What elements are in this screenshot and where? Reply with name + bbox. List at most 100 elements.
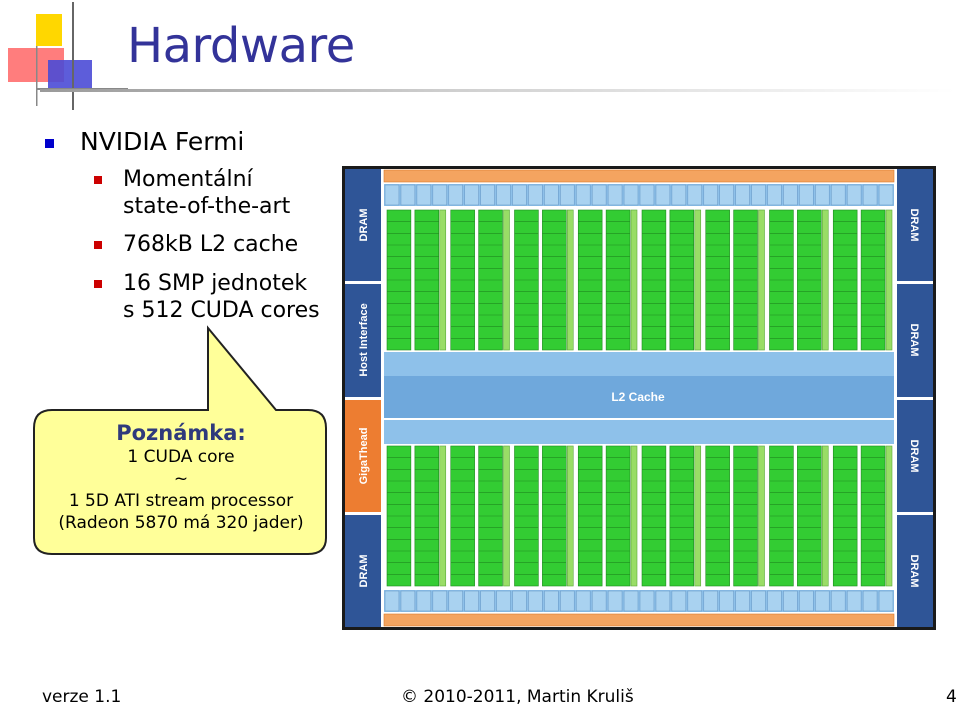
load-store-column: [630, 209, 638, 351]
cache-cell: [464, 590, 479, 612]
sub-bullet-line: state-of-the-art: [123, 194, 291, 219]
dram-block-right-1: [897, 169, 933, 281]
cache-cell: [783, 590, 798, 612]
dram-label: DRAM: [358, 555, 370, 588]
sm-cache-strip: [384, 184, 894, 206]
cache-cell: [671, 590, 687, 612]
cache-cell: [830, 590, 846, 612]
cache-cell: [512, 184, 527, 206]
cache-cell: [846, 184, 862, 206]
callout-body: Poznámka: 1 CUDA core ~ 1 5D ATI stream …: [36, 420, 326, 534]
cache-cell: [400, 590, 416, 612]
cache-cell: [575, 590, 591, 612]
sub-bullet-line: Momentální: [123, 167, 253, 192]
load-store-column: [503, 445, 510, 587]
sm-array-bottom: [383, 420, 895, 627]
load-store-column: [503, 209, 510, 351]
cache-cell: [432, 590, 448, 612]
load-store-column: [630, 445, 638, 587]
cache-cell: [528, 184, 543, 206]
cache-cell: [655, 184, 671, 206]
cache-cell: [448, 184, 463, 206]
cache-cell: [528, 590, 543, 612]
cache-cell: [384, 590, 400, 612]
dram-block-left-bottom: [345, 515, 381, 627]
cache-cell: [512, 590, 527, 612]
cache-cell: [655, 590, 671, 612]
cache-cell: [496, 590, 511, 612]
logo-blue-square: [48, 60, 92, 92]
logo-vertical-line-2: [36, 46, 38, 106]
cache-cell: [464, 184, 479, 206]
footer-page-number: 4: [946, 687, 957, 707]
sub-bullet-line: 768kB L2 cache: [123, 232, 299, 257]
cache-cell: [719, 184, 734, 206]
cache-cell: [480, 590, 495, 612]
cache-cell: [799, 184, 814, 206]
cache-cell: [815, 184, 830, 206]
cache-cell: [671, 184, 687, 206]
cache-cell: [703, 184, 718, 206]
cache-cell: [591, 590, 607, 612]
cache-cell: [799, 590, 814, 612]
cache-cell: [687, 590, 703, 612]
cache-cell: [575, 184, 591, 206]
cache-cell: [623, 590, 639, 612]
footer-copyright: © 2010-2011, Martin Kruliš: [401, 687, 634, 707]
cache-cell: [767, 184, 782, 206]
callout-line: 1 CUDA core: [127, 447, 235, 467]
bullet-square-icon: [94, 176, 102, 184]
load-store-column: [821, 445, 829, 587]
cache-cell: [719, 590, 734, 612]
sm-array-top: [383, 169, 895, 376]
cache-cell: [416, 590, 432, 612]
gigathread-label: GigaThead: [358, 428, 370, 485]
bullet-square-icon: [94, 241, 102, 249]
footer-version: verze 1.1: [42, 687, 122, 707]
sub-bullet-line: s 512 CUDA cores: [123, 298, 320, 323]
fermi-die-diagram: DRAM Host Interface GigaThead DRAM DRAM …: [342, 166, 936, 630]
cache-cell: [862, 184, 878, 206]
gigathread-block: [345, 400, 381, 512]
cache-cell: [703, 590, 718, 612]
logo-vertical-line: [72, 2, 74, 110]
sm-cache-strip: [384, 590, 894, 612]
cache-cell: [639, 590, 655, 612]
cache-cell: [846, 590, 862, 612]
cache-cell: [591, 184, 607, 206]
load-store-column: [885, 209, 893, 351]
dram-label: DRAM: [908, 324, 920, 357]
cache-cell: [783, 184, 798, 206]
dram-label: DRAM: [908, 209, 920, 242]
l2-cache-label: L2 Cache: [611, 390, 665, 404]
cache-cell: [432, 184, 448, 206]
dram-label: DRAM: [358, 209, 370, 242]
cache-cell: [862, 590, 878, 612]
bullet-square-icon: [94, 280, 102, 288]
cache-cell: [878, 184, 894, 206]
callout-line: (Radeon 5870 má 320 jader): [58, 513, 304, 533]
register-file-strip: [383, 613, 895, 627]
register-file-strip: [383, 169, 895, 183]
sm-shared-strip: [384, 352, 894, 376]
sub-bullet-line: 16 SMP jednotek: [123, 271, 308, 296]
bullet-square-icon: [45, 139, 54, 148]
cache-cell: [400, 184, 416, 206]
cache-cell: [560, 184, 575, 206]
page-title: Hardware: [127, 18, 355, 74]
cache-cell: [623, 184, 639, 206]
host-interface-block: [345, 284, 381, 397]
load-store-column: [566, 445, 574, 587]
cache-cell: [607, 184, 623, 206]
load-store-column: [758, 209, 765, 351]
load-store-column: [758, 445, 765, 587]
title-divider: [40, 89, 955, 92]
dram-block-right-3: [897, 400, 933, 512]
cache-cell: [384, 184, 400, 206]
load-store-column: [439, 445, 447, 587]
l2-cache-block: [384, 374, 894, 418]
dram-block-left-top: [345, 169, 381, 281]
load-store-column: [566, 209, 574, 351]
cache-cell: [544, 590, 559, 612]
sm-shared-strip: [384, 420, 894, 444]
